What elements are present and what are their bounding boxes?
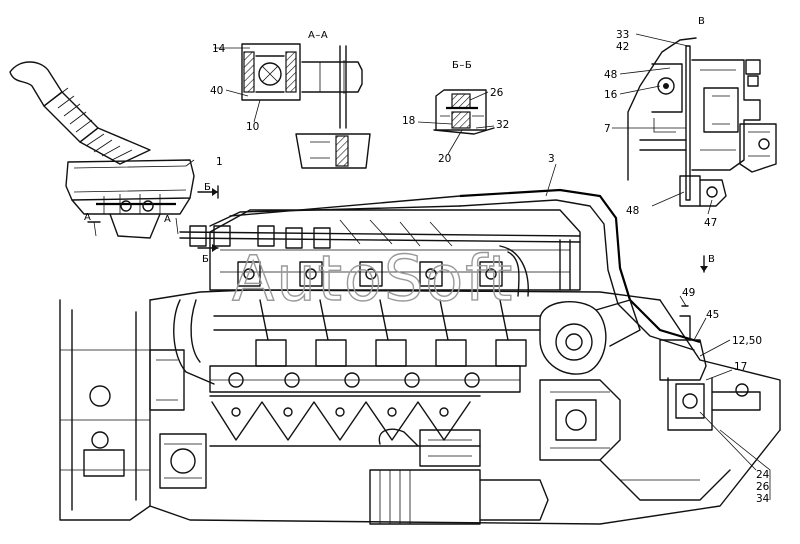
marker-b-top: Б — [204, 182, 211, 193]
fuel-line-clips — [189, 225, 331, 249]
callout-49: 49 — [682, 287, 695, 299]
callout-26: 26 — [490, 87, 504, 99]
callout-32: 32 — [496, 119, 509, 131]
watermark-text: AutoSoft — [232, 242, 514, 315]
callout-3: 3 — [548, 153, 555, 165]
callout-17: 17 — [734, 361, 747, 373]
cylinder-head-bolts — [237, 261, 503, 287]
callout-1: 1 — [216, 156, 223, 168]
section-aa-title: A–A — [308, 30, 328, 41]
marker-v: В — [708, 254, 715, 265]
callout-40: 40 — [210, 85, 223, 97]
marker-b-bottom: Б — [202, 254, 209, 265]
block-bolts — [231, 407, 449, 417]
section-bb: Б–Б — [433, 60, 495, 135]
section-markers: Б Б A A В — [84, 182, 715, 273]
callout-45: 45 — [706, 309, 719, 321]
engine-body — [59, 188, 781, 525]
callout-42: 42 — [616, 41, 629, 53]
view-v-title: В — [698, 16, 705, 27]
callout-10: 10 — [246, 121, 259, 133]
callout-33: 33 — [616, 29, 629, 41]
callout-12-50: 12,50 — [732, 335, 762, 347]
callout-26-bottom: 26 — [756, 481, 770, 493]
exhaust-ports — [228, 372, 480, 388]
callout-24: 24 — [756, 469, 770, 481]
section-bb-title: Б–Б — [452, 60, 472, 71]
callout-34: 34 — [756, 493, 770, 505]
view-v-detail: В — [627, 16, 777, 207]
callout-16: 16 — [604, 89, 618, 101]
callout-47: 47 — [704, 217, 717, 229]
marker-a-left: A — [84, 212, 91, 223]
callout-14: 14 — [212, 43, 226, 55]
callout-18: 18 — [402, 115, 415, 127]
callout-48-top: 48 — [604, 69, 617, 81]
callout-labels: 14 40 10 1 26 18 32 20 3 33 42 48 16 7 4… — [210, 29, 770, 505]
callout-7: 7 — [604, 123, 611, 135]
section-aa: A–A — [241, 30, 371, 169]
callout-48-bottom: 48 — [626, 205, 639, 217]
marker-a-right: A — [164, 214, 171, 225]
gearshift-lever — [9, 61, 195, 239]
injection-pipes — [255, 299, 527, 367]
leader-lines — [185, 33, 757, 471]
callout-20: 20 — [438, 153, 451, 165]
